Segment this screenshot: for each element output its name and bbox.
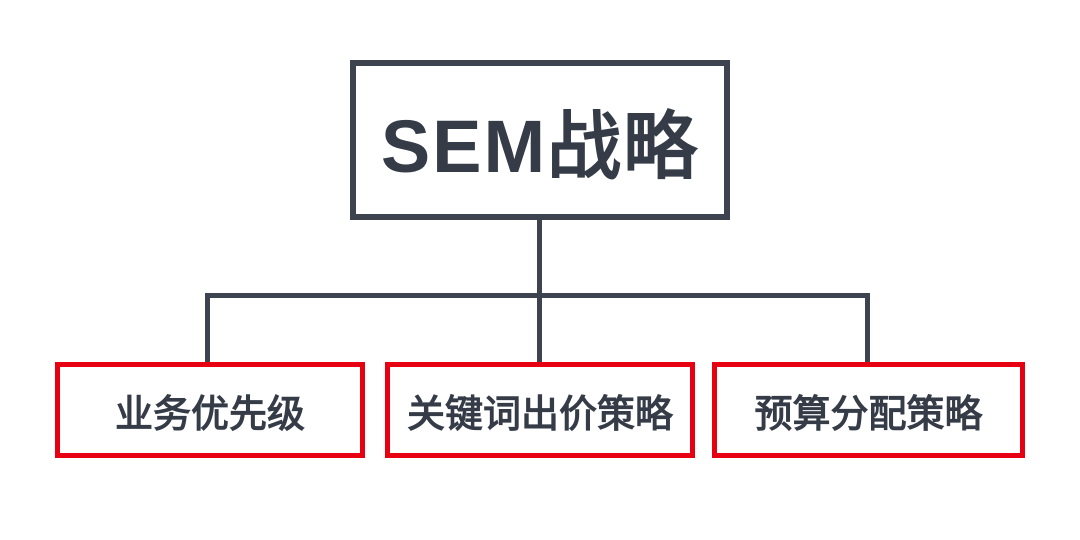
connector-drop-right xyxy=(865,293,870,362)
connector-root-down xyxy=(537,220,542,296)
child-node-business-priority: 业务优先级 xyxy=(55,362,365,458)
root-node-sem-strategy: SEM战略 xyxy=(350,60,730,220)
child-node-budget-allocation-strategy: 预算分配策略 xyxy=(712,362,1025,458)
connector-drop-center xyxy=(537,293,542,362)
connector-drop-left xyxy=(205,293,210,362)
child-node-keyword-bidding-strategy: 关键词出价策略 xyxy=(385,362,695,458)
root-node-label: SEM战略 xyxy=(380,104,700,188)
child-node-label: 业务优先级 xyxy=(114,393,305,436)
child-node-label: 关键词出价策略 xyxy=(406,393,673,436)
child-node-label: 预算分配策略 xyxy=(754,393,983,436)
